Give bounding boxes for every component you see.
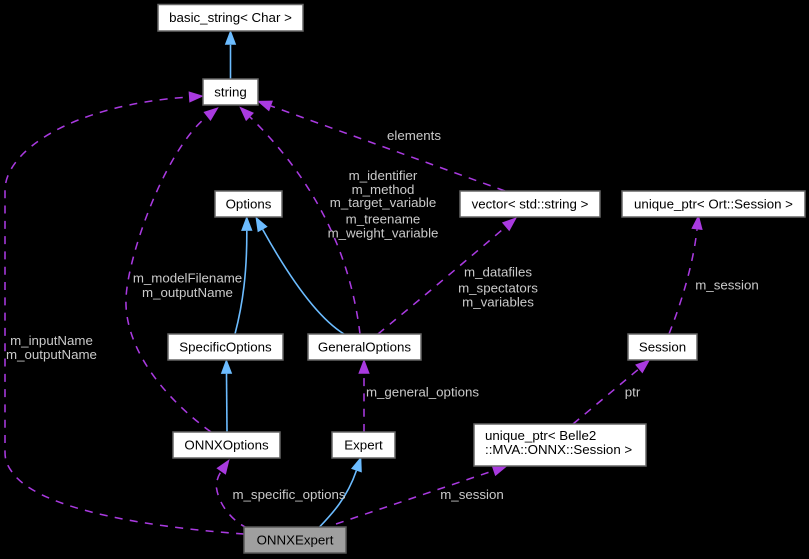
svg-text:m_session: m_session [695, 277, 759, 292]
svg-text:m_method: m_method [352, 182, 415, 197]
svg-text:m_outputName: m_outputName [142, 285, 233, 300]
svg-text:ONNXExpert: ONNXExpert [257, 533, 334, 548]
svg-text:Expert: Expert [344, 438, 383, 453]
svg-text:m_modelFilename: m_modelFilename [133, 270, 242, 285]
svg-text:m_session: m_session [440, 487, 504, 502]
svg-text:m_general_options: m_general_options [366, 384, 479, 399]
svg-text:SpecificOptions: SpecificOptions [179, 340, 272, 355]
svg-text:m_specific_options: m_specific_options [232, 487, 345, 502]
svg-text:m_variables: m_variables [462, 295, 534, 310]
svg-text:m_treename: m_treename [346, 212, 421, 227]
svg-text:basic_string< Char >: basic_string< Char > [169, 10, 292, 25]
svg-text:string: string [214, 85, 247, 100]
svg-text:m_outputName: m_outputName [6, 347, 97, 362]
svg-text:m_inputName: m_inputName [10, 333, 93, 348]
svg-text:vector< std::string >: vector< std::string > [472, 197, 589, 212]
svg-text:GeneralOptions: GeneralOptions [318, 340, 411, 355]
svg-text:unique_ptr< Ort::Session >: unique_ptr< Ort::Session > [634, 197, 793, 212]
svg-text:m_target_variable: m_target_variable [330, 195, 436, 210]
svg-text:m_weight_variable: m_weight_variable [328, 225, 439, 240]
svg-text:::MVA::ONNX::Session >: ::MVA::ONNX::Session > [485, 442, 632, 457]
svg-text:Options: Options [226, 197, 272, 212]
svg-text:ONNXOptions: ONNXOptions [184, 438, 269, 453]
svg-text:m_identifier: m_identifier [349, 168, 418, 183]
svg-text:Session: Session [639, 340, 686, 355]
svg-text:elements: elements [387, 128, 441, 143]
svg-text:m_datafiles: m_datafiles [464, 264, 532, 279]
svg-text:ptr: ptr [625, 384, 641, 399]
svg-text:unique_ptr< Belle2: unique_ptr< Belle2 [485, 428, 596, 443]
svg-text:m_spectators: m_spectators [458, 281, 538, 296]
